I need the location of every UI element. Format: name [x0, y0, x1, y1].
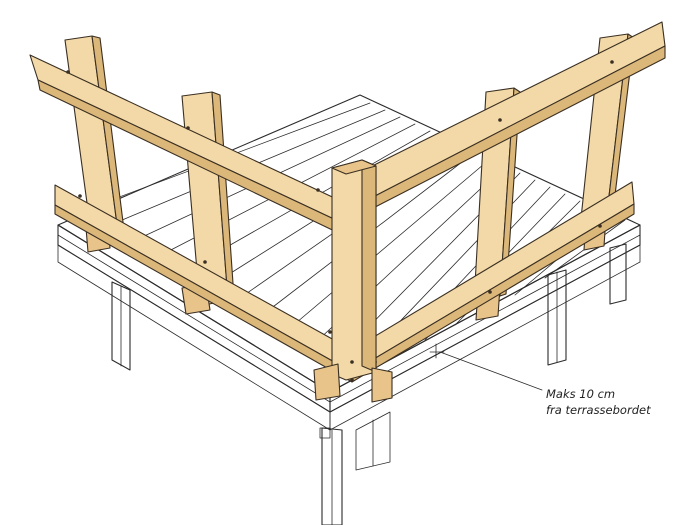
dimension-annotation: Maks 10 cm fra terrassebordet — [429, 343, 651, 417]
annotation-line-2: fra terrassebordet — [546, 403, 651, 417]
right-railing — [339, 21, 666, 383]
left-railing — [29, 35, 371, 383]
annotation-line-1: Maks 10 cm — [546, 387, 615, 401]
corner-post — [313, 159, 393, 403]
